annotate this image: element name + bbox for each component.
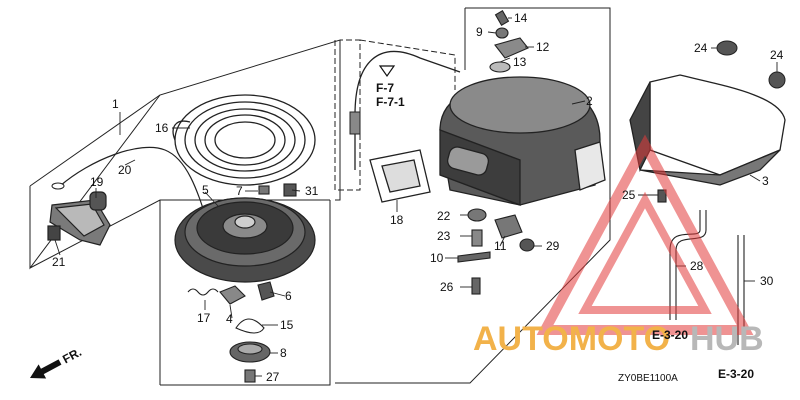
- direction-label: FR.: [60, 345, 84, 366]
- part-29-grommet: [519, 238, 535, 252]
- recoil-spring-spiral: [174, 94, 316, 186]
- part-14-screw: [494, 10, 510, 26]
- control-cable: [354, 50, 461, 170]
- callout-label: 24: [694, 41, 708, 55]
- callout-label: 4: [226, 312, 233, 326]
- part-7-collar: [258, 185, 270, 195]
- reference-label: E-3-20: [652, 328, 688, 342]
- callout-label: 12: [536, 40, 550, 54]
- lower-center-parts: [457, 208, 535, 295]
- assembly-frame: [29, 7, 611, 386]
- top-center-parts: [489, 10, 529, 73]
- callout-label: 21: [52, 255, 66, 269]
- part-17-spring: [187, 288, 219, 296]
- starter-case: [439, 76, 606, 206]
- starter-reel: [174, 197, 316, 283]
- part-25-clip: [657, 189, 667, 203]
- callout-labels: 1 2 3 4 5 6 7 8 9 10 11 12 13 14 15 16 1…: [52, 11, 784, 384]
- part-31-bolt: [283, 183, 297, 197]
- small-parts-left: [187, 183, 297, 383]
- cable-dashed-link: [359, 39, 456, 90]
- callout-label: 10: [430, 251, 444, 265]
- watermark-text-2: HUB: [690, 320, 764, 358]
- callout-label: 5: [202, 183, 209, 197]
- callout-label: 18: [390, 213, 404, 227]
- callout-label: 28: [690, 259, 704, 273]
- starter-grip: [47, 191, 111, 246]
- rope-end: [51, 182, 65, 190]
- reference-arrow-icon: [378, 65, 396, 78]
- front-direction-arrow: FR.: [30, 345, 84, 379]
- callout-label: 16: [155, 121, 169, 135]
- part-22-collar: [467, 208, 487, 222]
- callout-label: 22: [437, 209, 451, 223]
- reference-label: F-7-1: [376, 95, 405, 109]
- callout-label: 6: [285, 289, 292, 303]
- callout-label: 30: [760, 274, 774, 288]
- callout-label: 20: [118, 163, 132, 177]
- cushion-rubber: [369, 149, 431, 203]
- callout-label: 15: [280, 318, 294, 332]
- callout-label: 29: [546, 239, 560, 253]
- recoil-frame-base: [160, 200, 331, 386]
- leader-lines: [54, 17, 778, 377]
- part-12-arm: [494, 37, 529, 59]
- callout-label: 23: [437, 229, 451, 243]
- callout-label: 7: [236, 184, 243, 198]
- callout-label: 11: [494, 239, 507, 253]
- part-6-pawl: [257, 281, 275, 301]
- callout-label: 2: [586, 94, 593, 108]
- part-4-ratchet: [219, 285, 246, 305]
- callout-label: 31: [305, 184, 319, 198]
- callout-label: 8: [280, 346, 287, 360]
- callout-label: 25: [622, 188, 636, 202]
- part-24-grommet-b: [768, 71, 786, 89]
- watermark-triangle: [536, 134, 754, 335]
- callout-label: 3: [762, 174, 769, 188]
- cable-end-fitting: [349, 111, 361, 135]
- reference-label: E-3-20: [718, 367, 754, 381]
- part-10-lever: [457, 251, 491, 263]
- watermark-logo: [536, 134, 754, 335]
- callout-label: 24: [770, 48, 784, 62]
- callout-label: 27: [266, 370, 280, 384]
- cable-dashed-box: [334, 39, 361, 191]
- callout-label: 13: [513, 55, 527, 69]
- watermark-triangle-inner: [578, 191, 712, 314]
- starter-frame-outline: [335, 7, 611, 384]
- callout-label: 9: [476, 25, 483, 39]
- callout-label: 14: [514, 11, 528, 25]
- callout-label: 26: [440, 280, 454, 294]
- part-26-bolt: [471, 277, 481, 295]
- reference-label: F-7: [376, 81, 394, 95]
- part-24-grommet-a: [716, 40, 738, 56]
- callout-label: 19: [90, 175, 104, 189]
- callout-label: 17: [197, 311, 211, 325]
- part-13-washer: [489, 61, 511, 73]
- diagram-code: ZY0BE1100A: [618, 373, 678, 384]
- reference-labels: F-7 F-7-1 E-3-20 E-3-20: [376, 65, 754, 381]
- part-11-bracket: [494, 214, 523, 239]
- callout-label: 1: [112, 97, 119, 111]
- recoil-frame-outline: [29, 39, 341, 270]
- part-23-bushing: [471, 229, 483, 247]
- arrow-icon: [30, 359, 62, 379]
- recoil-frame-top: [29, 94, 161, 187]
- part-27-bolt: [244, 369, 256, 383]
- part-9-collar: [495, 27, 509, 39]
- watermark-text-1: AUTOMOTO: [473, 320, 670, 358]
- starter-rope: [59, 146, 211, 231]
- spring-hook-line: [172, 120, 191, 141]
- part-15-clip: [235, 318, 265, 334]
